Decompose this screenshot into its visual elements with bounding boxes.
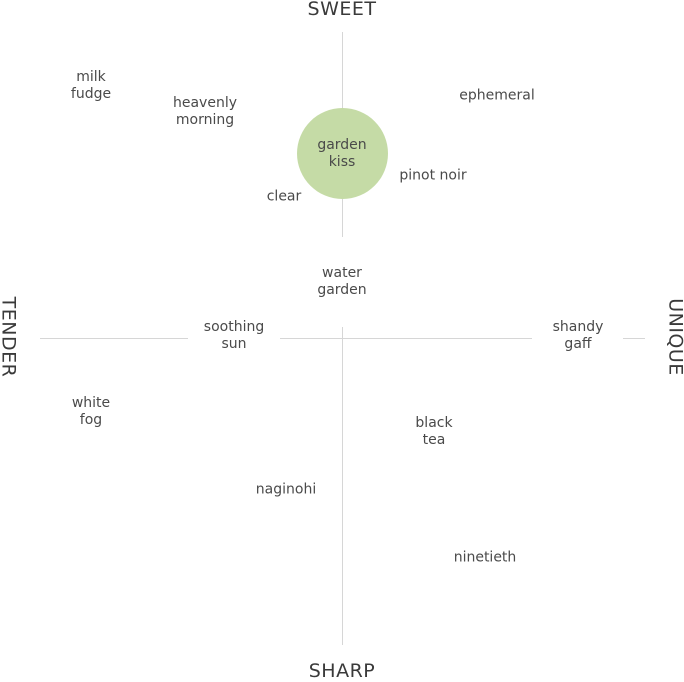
flavor-line: gaff bbox=[553, 336, 604, 353]
horizontal-axis-right-segment bbox=[623, 338, 645, 339]
flavor-line: fudge bbox=[71, 86, 111, 103]
horizontal-axis-middle-segment bbox=[280, 338, 532, 339]
flavor-line: kiss bbox=[317, 154, 366, 171]
flavor-soothing-sun[interactable]: soothing sun bbox=[204, 319, 264, 353]
flavor-line: soothing bbox=[204, 319, 264, 336]
flavor-ninetieth[interactable]: ninetieth bbox=[454, 550, 517, 567]
flavor-pinot-noir[interactable]: pinot noir bbox=[399, 168, 466, 185]
axis-label-unique: UNIQUE bbox=[666, 298, 684, 376]
flavor-clear[interactable]: clear bbox=[267, 189, 302, 206]
flavor-line: milk bbox=[71, 69, 111, 86]
flavor-black-tea[interactable]: black tea bbox=[415, 415, 452, 449]
flavor-line: heavenly bbox=[173, 95, 237, 112]
flavor-line: pinot noir bbox=[399, 168, 466, 185]
flavor-line: black bbox=[415, 415, 452, 432]
axis-label-tender: TENDER bbox=[0, 297, 18, 378]
flavor-naginohi[interactable]: naginohi bbox=[256, 482, 316, 499]
flavor-heavenly-morning[interactable]: heavenly morning bbox=[173, 95, 237, 129]
flavor-line: ninetieth bbox=[454, 550, 517, 567]
flavor-line: garden bbox=[317, 137, 366, 154]
flavor-water-garden[interactable]: water garden bbox=[317, 265, 366, 299]
flavor-garden-kiss[interactable]: garden kiss bbox=[317, 137, 366, 171]
horizontal-axis-left-segment bbox=[40, 338, 188, 339]
flavor-line: naginohi bbox=[256, 482, 316, 499]
flavor-line: water bbox=[317, 265, 366, 282]
flavor-shandy-gaff[interactable]: shandy gaff bbox=[553, 319, 604, 353]
flavor-line: sun bbox=[204, 336, 264, 353]
flavor-line: clear bbox=[267, 189, 302, 206]
axis-label-sharp: SHARP bbox=[309, 662, 376, 681]
axis-label-sweet: SWEET bbox=[308, 0, 377, 19]
flavor-line: white bbox=[72, 395, 110, 412]
flavor-line: tea bbox=[415, 432, 452, 449]
flavor-white-fog[interactable]: white fog bbox=[72, 395, 110, 429]
flavor-line: morning bbox=[173, 112, 237, 129]
flavor-line: garden bbox=[317, 282, 366, 299]
flavor-line: fog bbox=[72, 412, 110, 429]
flavor-line: shandy bbox=[553, 319, 604, 336]
flavor-ephemeral[interactable]: ephemeral bbox=[459, 88, 534, 105]
vertical-axis-bottom-segment bbox=[342, 327, 343, 645]
flavor-milk-fudge[interactable]: milk fudge bbox=[71, 69, 111, 103]
flavor-line: ephemeral bbox=[459, 88, 534, 105]
